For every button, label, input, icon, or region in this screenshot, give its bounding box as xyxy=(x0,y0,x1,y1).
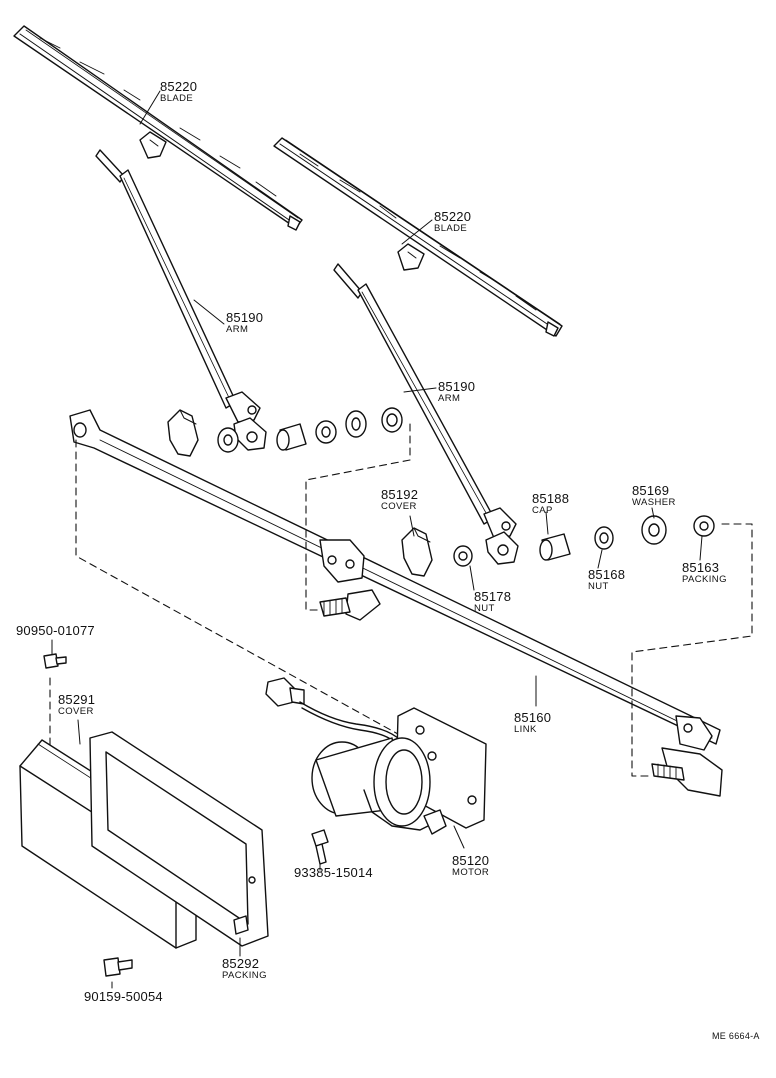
part-number: 85169 xyxy=(632,483,670,498)
part-name: COVER xyxy=(58,706,94,717)
motor-85120 xyxy=(311,707,487,835)
part-name: COVER xyxy=(381,501,417,512)
callout-nut-85168: 85168 NUT xyxy=(588,568,625,592)
motor-connector xyxy=(265,677,401,747)
part-number: 85160 xyxy=(514,710,552,725)
part-number: 90950-01077 xyxy=(16,623,95,638)
leader-lines xyxy=(51,90,703,989)
part-number: 85190 xyxy=(226,310,264,325)
wiper-link xyxy=(69,409,723,797)
callout-motor: 85120 MOTOR xyxy=(452,854,489,878)
callout-washer: 85169 WASHER xyxy=(632,484,676,508)
bolt-90950 xyxy=(43,653,67,669)
figure-code: ME 6664-A xyxy=(712,1031,760,1041)
packing-85292 xyxy=(89,731,269,947)
part-number: 85178 xyxy=(474,589,512,604)
wiper-arm-left xyxy=(95,149,267,451)
pivot-parts-left xyxy=(167,407,403,457)
part-name: BLADE xyxy=(434,223,468,234)
callout-cover-85291: 85291 COVER xyxy=(58,693,95,717)
callout-cover-small: 85192 COVER xyxy=(381,488,418,512)
callout-nut-85178: 85178 NUT xyxy=(474,590,511,614)
wiper-blade-right xyxy=(273,137,563,337)
part-number: 85163 xyxy=(682,560,720,575)
part-number: 93385-15014 xyxy=(294,865,373,880)
part-number: 85291 xyxy=(58,692,96,707)
callout-cap: 85188 CAP xyxy=(532,492,569,516)
bolt-90159 xyxy=(103,957,133,977)
callout-link: 85160 LINK xyxy=(514,711,551,735)
part-number: 85220 xyxy=(434,209,472,224)
callout-arm-right: 85190 ARM xyxy=(438,380,475,404)
part-number: 90159-50054 xyxy=(84,989,163,1004)
callout-packing-85163: 85163 PACKING xyxy=(682,561,727,585)
callout-bolt-90950: 90950-01077 xyxy=(16,624,95,637)
part-name: NUT xyxy=(474,603,495,614)
alignment-lines xyxy=(49,423,753,777)
part-name: WASHER xyxy=(632,497,676,508)
part-name: NUT xyxy=(588,581,609,592)
callout-packing-85292: 85292 PACKING xyxy=(222,957,267,981)
part-name: CAP xyxy=(532,505,553,516)
callout-arm-left: 85190 ARM xyxy=(226,311,263,335)
wiper-blade-left xyxy=(13,25,303,231)
part-number: 85190 xyxy=(438,379,476,394)
callout-blade-left: 85220 BLADE xyxy=(160,80,197,104)
part-number: 85188 xyxy=(532,491,570,506)
part-number: 85220 xyxy=(160,79,198,94)
part-number: 85168 xyxy=(588,567,626,582)
wiper-arm-right xyxy=(333,263,519,565)
part-name: MOTOR xyxy=(452,867,490,878)
callout-blade-right: 85220 BLADE xyxy=(434,210,471,234)
part-name: BLADE xyxy=(160,93,194,104)
callout-bolt-90159: 90159-50054 xyxy=(84,990,163,1003)
callout-bolt-93385: 93385-15014 xyxy=(294,866,373,879)
part-name: LINK xyxy=(514,724,537,735)
bolt-93385 xyxy=(311,829,329,865)
part-name: ARM xyxy=(438,393,461,404)
part-name: PACKING xyxy=(222,970,267,981)
pivot-parts-right xyxy=(401,515,715,577)
part-number: 85292 xyxy=(222,956,260,971)
part-number: 85192 xyxy=(381,487,419,502)
part-number: 85120 xyxy=(452,853,490,868)
part-name: ARM xyxy=(226,324,249,335)
part-name: PACKING xyxy=(682,574,727,585)
